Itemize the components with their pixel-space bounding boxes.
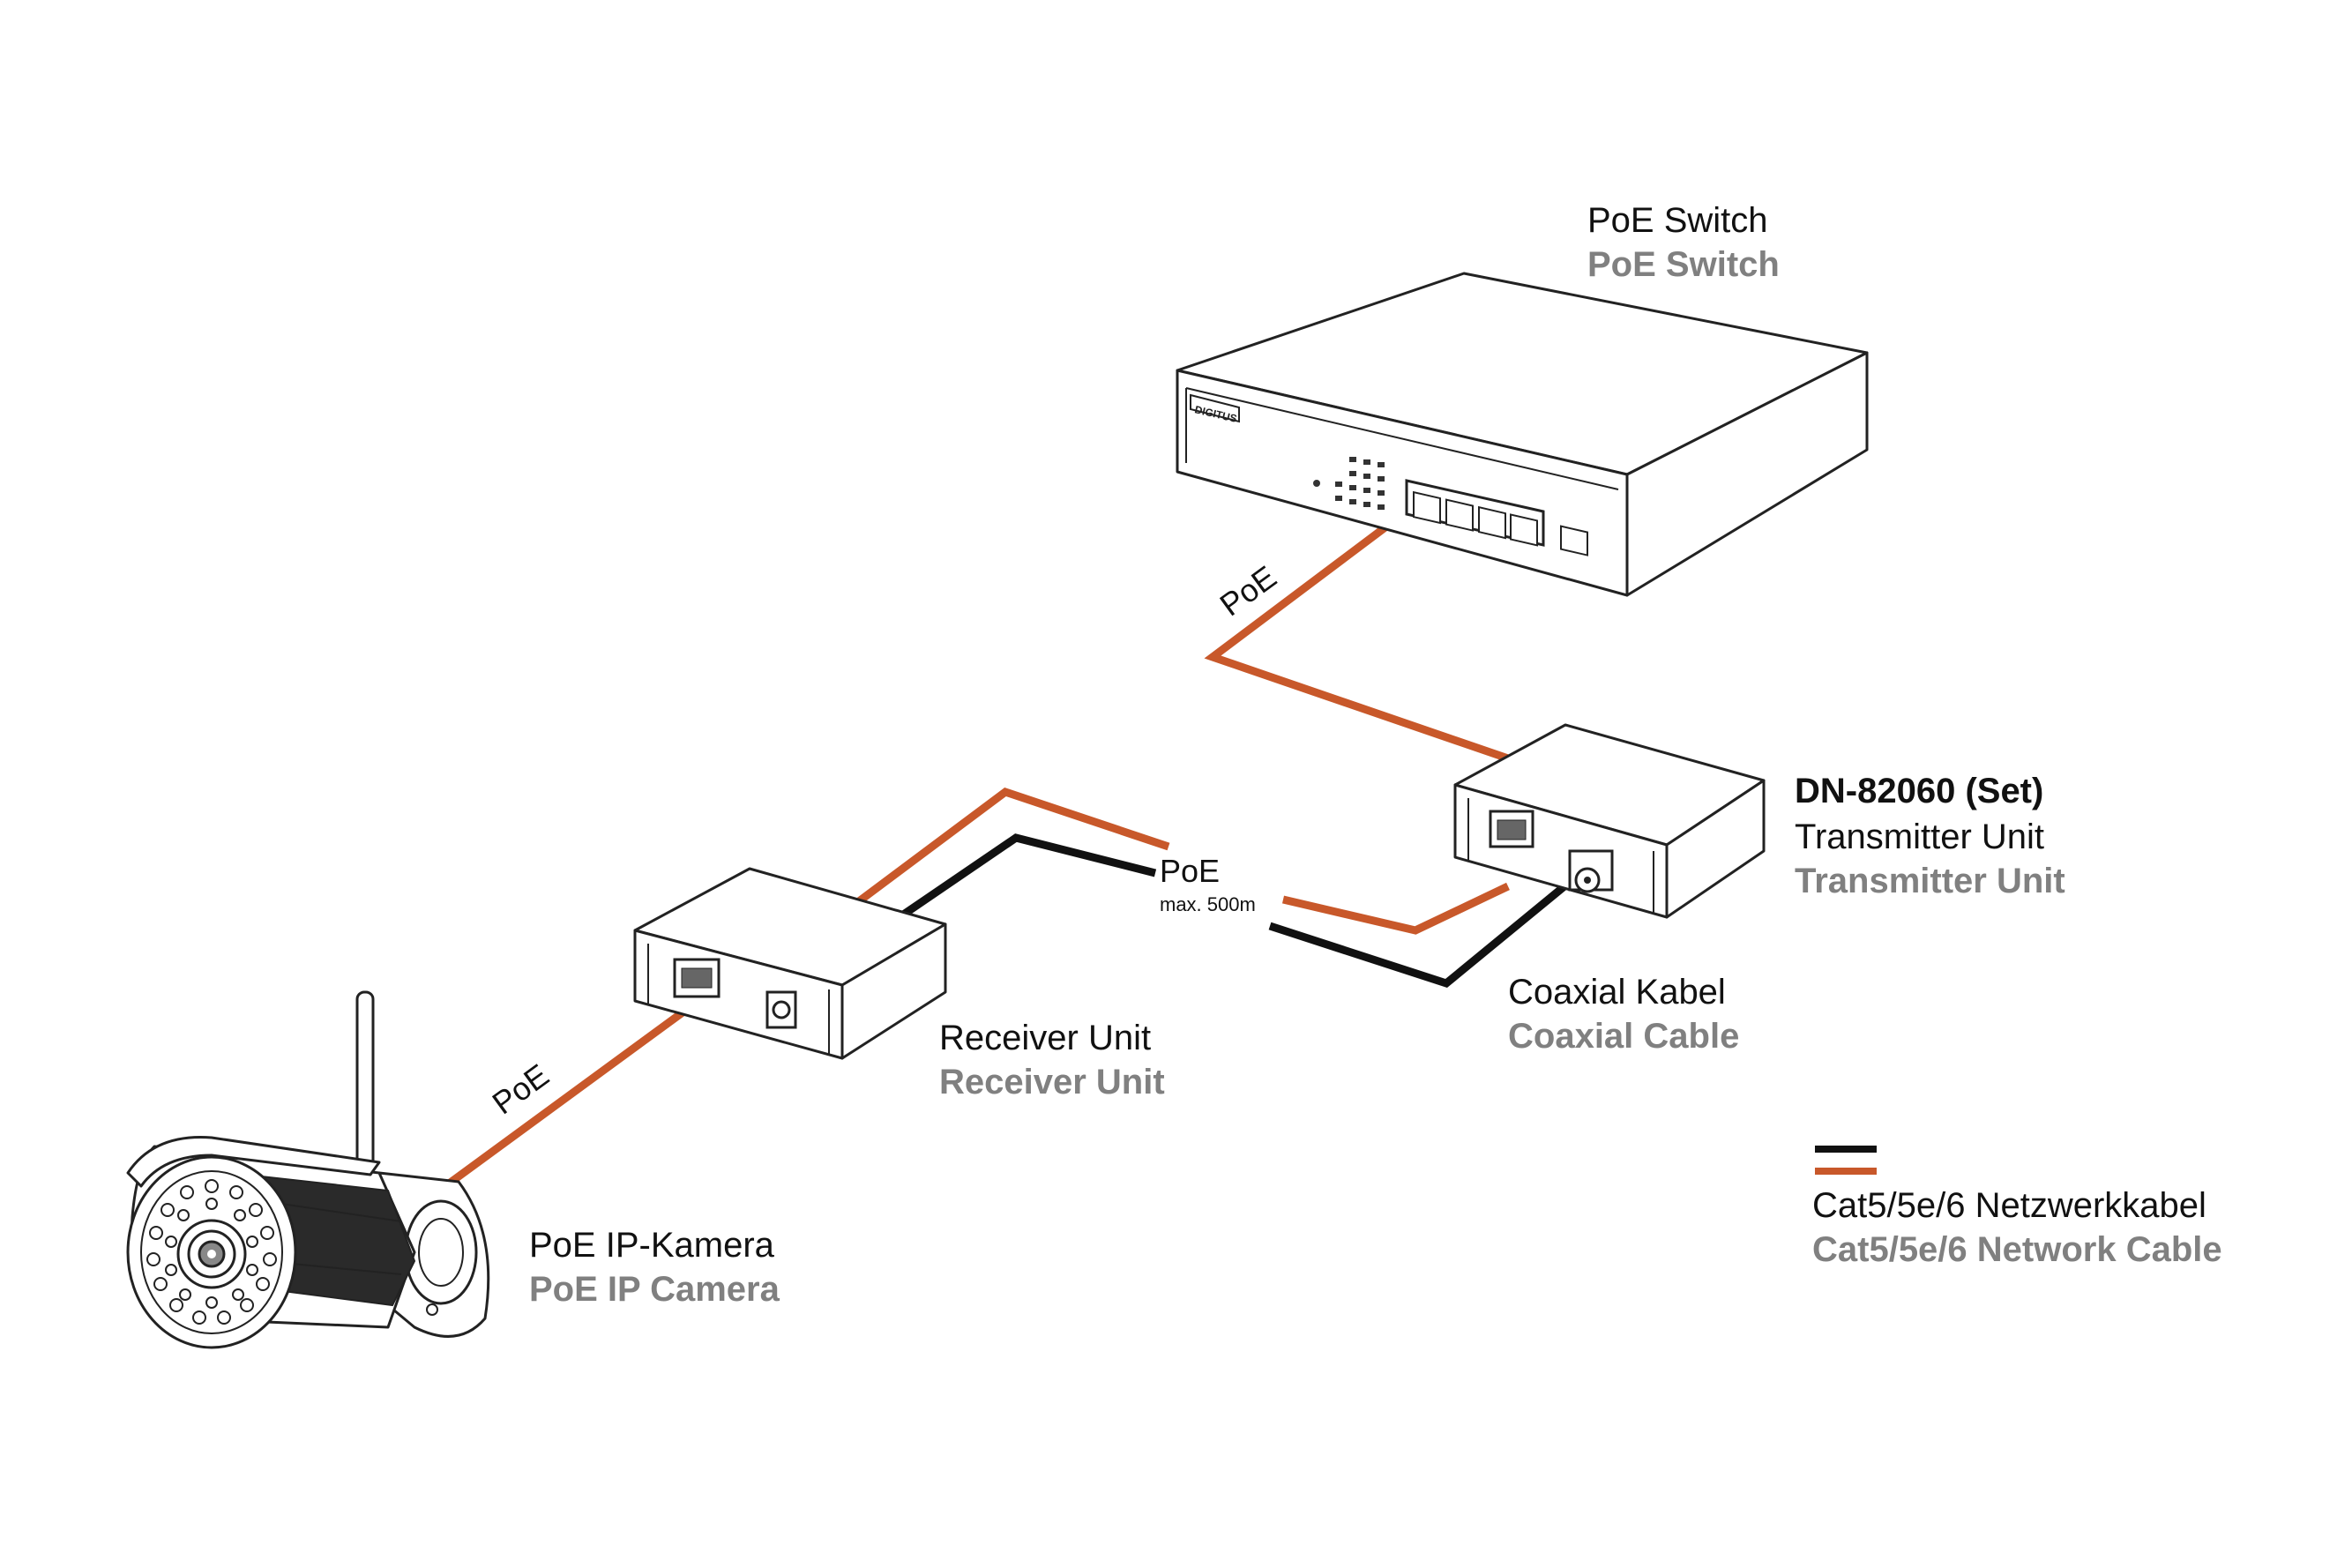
coaxial-cable-segment [897, 833, 1157, 921]
transmitter-receiver-network-cable [1281, 882, 1510, 935]
receiver-label-en: Receiver Unit [939, 1063, 1165, 1101]
transmitter-unit [1453, 723, 1766, 919]
cables [443, 499, 1572, 1190]
poe-switch: DIGITUS [1176, 272, 1869, 597]
legend: Cat5/5e/6 Netzwerkkabel Cat5/5e/6 Networ… [1812, 1146, 2222, 1269]
switch-label-de: PoE Switch [1587, 201, 1768, 240]
camera-antenna [355, 990, 375, 1179]
receiver-to-camera-cable [443, 1002, 695, 1190]
coax-link-distance-label: max. 500m [1160, 893, 1256, 915]
switch-to-transmitter-cable [1204, 499, 1510, 763]
ip-camera [126, 990, 490, 1349]
coax-link-poe-label: PoE [1160, 853, 1220, 889]
receiver-label-de: Receiver Unit [939, 1019, 1151, 1057]
legend-label-de: Cat5/5e/6 Netzwerkkabel [1812, 1186, 2206, 1225]
receiver-network-cable-segment [853, 787, 1170, 907]
receiver-rj45-port [673, 958, 721, 998]
transmitter-bnc-connector [1568, 849, 1614, 893]
camera-lens [176, 1219, 247, 1289]
switch-led-grid [1313, 457, 1385, 510]
coax-label-de: Coaxial Kabel [1508, 973, 1726, 1012]
transmitter-model: DN-82060 (Set) [1795, 772, 2043, 810]
camera-label-en: PoE IP Camera [529, 1270, 780, 1309]
transmitter-label-en: Transmitter Unit [1795, 862, 2065, 900]
receiver-unit [633, 867, 947, 1060]
coaxial-cable [1268, 878, 1572, 989]
legend-label-en: Cat5/5e/6 Network Cable [1812, 1230, 2222, 1269]
camera-ir-leds [146, 1179, 277, 1325]
receiver-dc-jack [765, 990, 797, 1029]
switch-label-en: PoE Switch [1587, 245, 1780, 284]
transmitter-label-de: Transmitter Unit [1795, 818, 2044, 856]
switch-ports [1405, 479, 1588, 556]
coax-label-en: Coaxial Cable [1508, 1017, 1739, 1056]
transmitter-rj45-port [1489, 810, 1534, 848]
camera-label-de: PoE IP-Kamera [529, 1226, 775, 1265]
